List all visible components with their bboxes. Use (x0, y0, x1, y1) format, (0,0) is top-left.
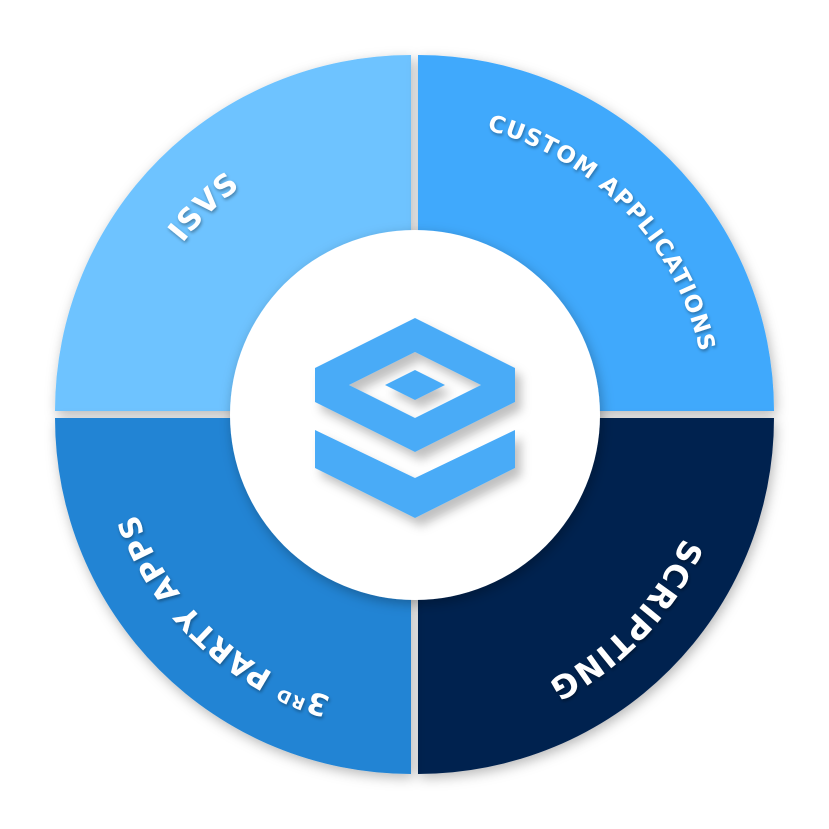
stacked-layers-logo-icon (315, 318, 515, 518)
center-circle (230, 230, 600, 600)
